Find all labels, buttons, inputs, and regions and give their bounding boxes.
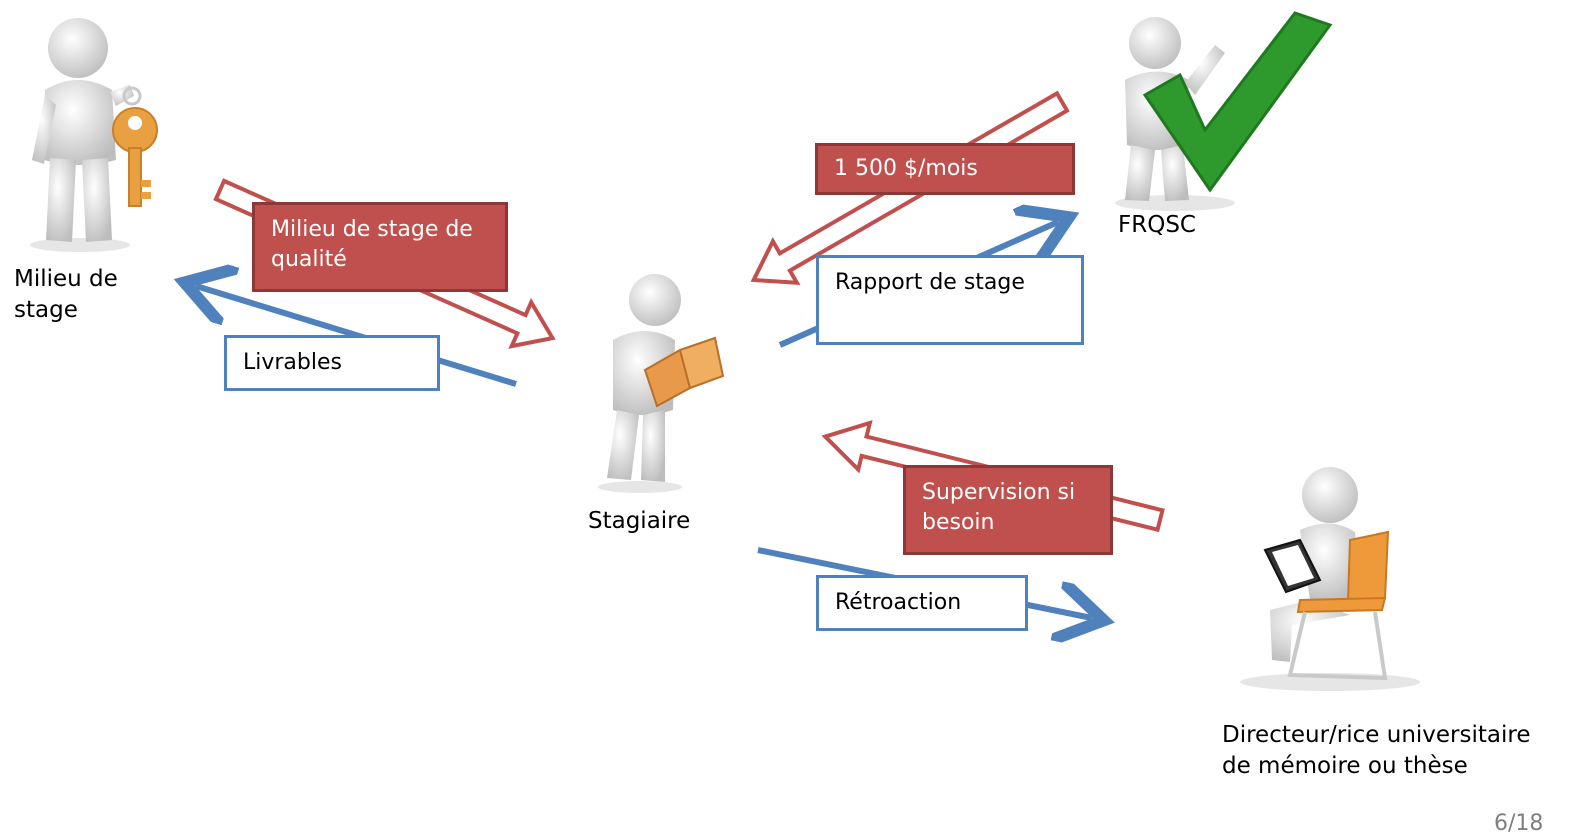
tablet-icon: [1263, 538, 1322, 594]
flow-1500-par-mois: 1 500 $/mois: [815, 143, 1075, 195]
key-icon: [112, 86, 158, 207]
actor-stagiaire-label: Stagiaire: [588, 508, 691, 534]
actor-directeur-label: Directeur/rice universitaire de mémoire …: [1222, 722, 1531, 779]
directeur-figure: [1240, 467, 1420, 691]
actor-frqsc-label: FRQSC: [1118, 212, 1196, 238]
milieu-figure: [30, 18, 158, 252]
flow-livrables: Livrables: [224, 335, 440, 391]
frqsc-figure: [1115, 11, 1333, 211]
book-icon: [643, 336, 725, 408]
flow-retroaction: Rétroaction: [816, 575, 1028, 631]
page-number: 6/18: [1494, 811, 1544, 836]
flow-rapport-de-stage: Rapport de stage: [816, 255, 1084, 345]
stagiaire-figure: [598, 274, 725, 493]
checkmark-icon: [1142, 11, 1333, 193]
flow-supervision-si-besoin: Supervision si besoin: [903, 465, 1113, 555]
chair-icon: [1287, 530, 1390, 681]
flow-milieu-de-stage-de-qualite: Milieu de stage de qualité: [252, 202, 508, 292]
actor-milieu-label: Milieu de stage: [14, 266, 118, 323]
